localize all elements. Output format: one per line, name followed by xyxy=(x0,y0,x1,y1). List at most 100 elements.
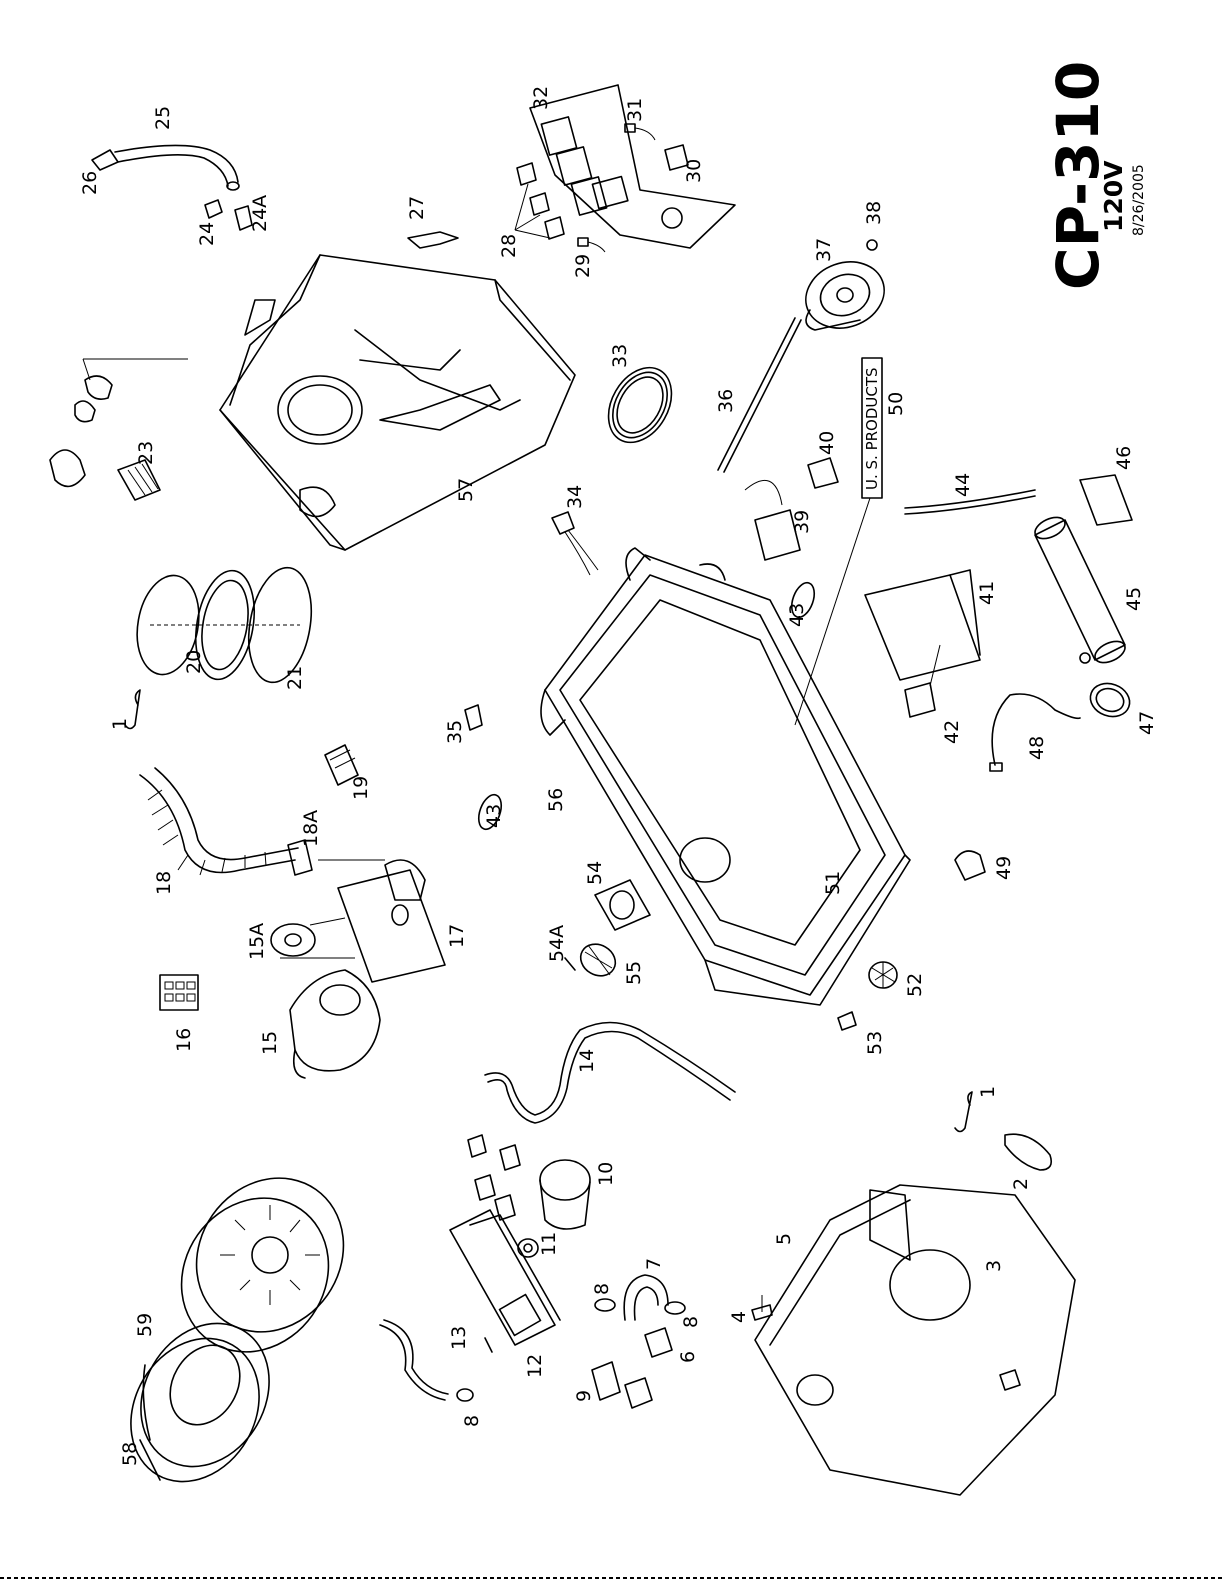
callout: 39 xyxy=(791,510,813,534)
part-54-fan xyxy=(595,880,650,930)
callout: 27 xyxy=(406,196,428,220)
label-box-text: U. S. PRODUCTS xyxy=(863,367,881,490)
part-49-switch xyxy=(955,851,985,880)
callout: 24 xyxy=(196,222,218,246)
part-12-pump xyxy=(450,1210,560,1345)
callout-labels: 1 1 2 3 4 5 6 7 8 8 8 9 10 11 12 13 14 1… xyxy=(79,86,1158,1466)
part-4-5-latch xyxy=(752,1295,772,1320)
callout: 45 xyxy=(1123,587,1145,611)
part-10-motor xyxy=(540,1160,590,1229)
callout: 49 xyxy=(993,856,1015,880)
callout: 54A xyxy=(546,925,568,962)
callout: 54 xyxy=(584,861,606,885)
callout: 25 xyxy=(152,106,174,130)
callout: 6 xyxy=(677,1351,699,1363)
callout: 15A xyxy=(246,923,268,960)
callout: 8 xyxy=(680,1316,702,1328)
callout: 36 xyxy=(715,389,737,413)
callout: 44 xyxy=(952,473,974,497)
callout: 26 xyxy=(79,171,101,195)
part-46-plate xyxy=(1080,475,1132,525)
callout: 17 xyxy=(446,924,468,948)
callout: 12 xyxy=(524,1354,546,1378)
part-56-base-housing xyxy=(541,548,910,1005)
callout: 29 xyxy=(572,254,594,278)
callout: 40 xyxy=(816,431,838,455)
callout: 37 xyxy=(813,238,835,262)
part-17-plate xyxy=(318,860,445,982)
callout: 47 xyxy=(1136,711,1158,735)
callout: 19 xyxy=(350,776,372,800)
callout: 2 xyxy=(1010,1178,1032,1190)
part-8-oring-b xyxy=(665,1302,685,1314)
callout: 18A xyxy=(300,810,322,847)
callout: 34 xyxy=(564,485,586,509)
part-27-bracket xyxy=(408,232,458,248)
callout: 48 xyxy=(1026,736,1048,760)
callout: 50 xyxy=(885,392,907,416)
part-11-gear xyxy=(518,1239,538,1257)
part-drain-hose xyxy=(380,1320,448,1400)
callout: 53 xyxy=(864,1031,886,1055)
part-55-fan-guard xyxy=(575,938,621,982)
callout: 18 xyxy=(153,871,175,895)
part-52-grille xyxy=(869,962,897,988)
part-elbow-hoses xyxy=(50,359,188,486)
callout: 21 xyxy=(284,666,306,690)
callout: 20 xyxy=(183,650,205,674)
part-15-motor xyxy=(290,970,380,1078)
callout: 7 xyxy=(643,1258,665,1270)
callout: 9 xyxy=(573,1390,595,1402)
date-label: 8/26/2005 xyxy=(1131,164,1147,236)
callout: 16 xyxy=(173,1028,195,1052)
part-33-coil xyxy=(596,356,684,453)
callout: 28 xyxy=(498,234,520,258)
callout: 8 xyxy=(591,1283,613,1295)
callout: 14 xyxy=(576,1049,598,1073)
part-24-fitting xyxy=(205,200,222,218)
part-28-switches xyxy=(515,163,564,239)
part-14-hose xyxy=(485,1023,735,1124)
part-16-connector xyxy=(160,975,198,1010)
part-41-bracket xyxy=(865,570,980,680)
callout: 38 xyxy=(863,201,885,225)
part-7-u-hose xyxy=(624,1275,668,1320)
callout: 1 xyxy=(109,718,131,730)
title-block: CP-310 120V 8/26/2005 xyxy=(1044,61,1147,290)
part-25-hose xyxy=(115,145,239,190)
part-29-light xyxy=(578,238,605,252)
part-34-cord xyxy=(552,512,598,575)
callout: 43 xyxy=(483,804,505,828)
callout: 35 xyxy=(444,720,466,744)
part-2-strap xyxy=(1005,1134,1051,1170)
part-40-plate xyxy=(808,458,838,488)
callout: 32 xyxy=(530,86,552,110)
callout: 51 xyxy=(822,871,844,895)
part-35-fitting xyxy=(465,705,482,730)
callout: 10 xyxy=(595,1162,617,1186)
callout: 43 xyxy=(786,603,808,627)
voltage-label: 120V xyxy=(1099,160,1128,232)
part-59-wheel-disc xyxy=(152,1149,373,1380)
part-50-label: U. S. PRODUCTS xyxy=(795,358,882,725)
part-8-oring-c xyxy=(457,1389,473,1401)
callout: 23 xyxy=(135,441,157,465)
callout: 24A xyxy=(249,195,271,232)
part-13-pin xyxy=(485,1338,492,1352)
callout: 8 xyxy=(461,1415,483,1427)
callout: 42 xyxy=(941,720,963,744)
callout: 30 xyxy=(683,159,705,183)
callout: 52 xyxy=(904,973,926,997)
part-23-filter xyxy=(118,460,160,500)
callout: 11 xyxy=(538,1232,560,1256)
part-9-solenoid xyxy=(592,1362,652,1408)
part-15a-gasket xyxy=(271,918,355,958)
callout: 4 xyxy=(728,1311,750,1323)
callout: 56 xyxy=(545,788,567,812)
part-1-clip-lower xyxy=(955,1092,972,1132)
callout: 59 xyxy=(134,1313,156,1337)
part-3-front-cover xyxy=(755,1185,1075,1495)
callout: 57 xyxy=(455,478,477,502)
callout: 5 xyxy=(773,1233,795,1245)
